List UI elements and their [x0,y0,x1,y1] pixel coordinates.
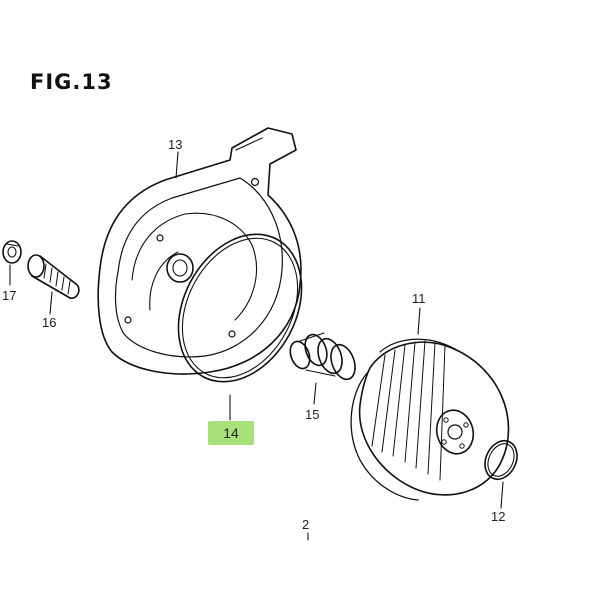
callout-13[interactable]: 13 [168,137,183,152]
part-13-filter-cover [97,127,302,375]
callout-17[interactable]: 17 [2,288,17,303]
callout-12[interactable]: 12 [491,509,506,524]
figure-title: FIG.13 [30,70,113,94]
callout-16[interactable]: 16 [42,315,57,330]
callout-11[interactable]: 11 [412,291,426,306]
highlight-box-14[interactable]: 14 [208,421,254,445]
part-17-nut [2,240,22,264]
part-12-small-o-ring [484,439,518,481]
part-11-oil-filter [350,338,510,501]
part-16-bolt [27,254,80,299]
callout-14[interactable]: 14 [223,425,239,441]
callout-15[interactable]: 15 [305,407,320,422]
callout-2[interactable]: 2 [302,517,310,532]
leader-lines [9,151,504,541]
part-15-spring [289,332,356,381]
part-14-o-ring [177,233,303,383]
